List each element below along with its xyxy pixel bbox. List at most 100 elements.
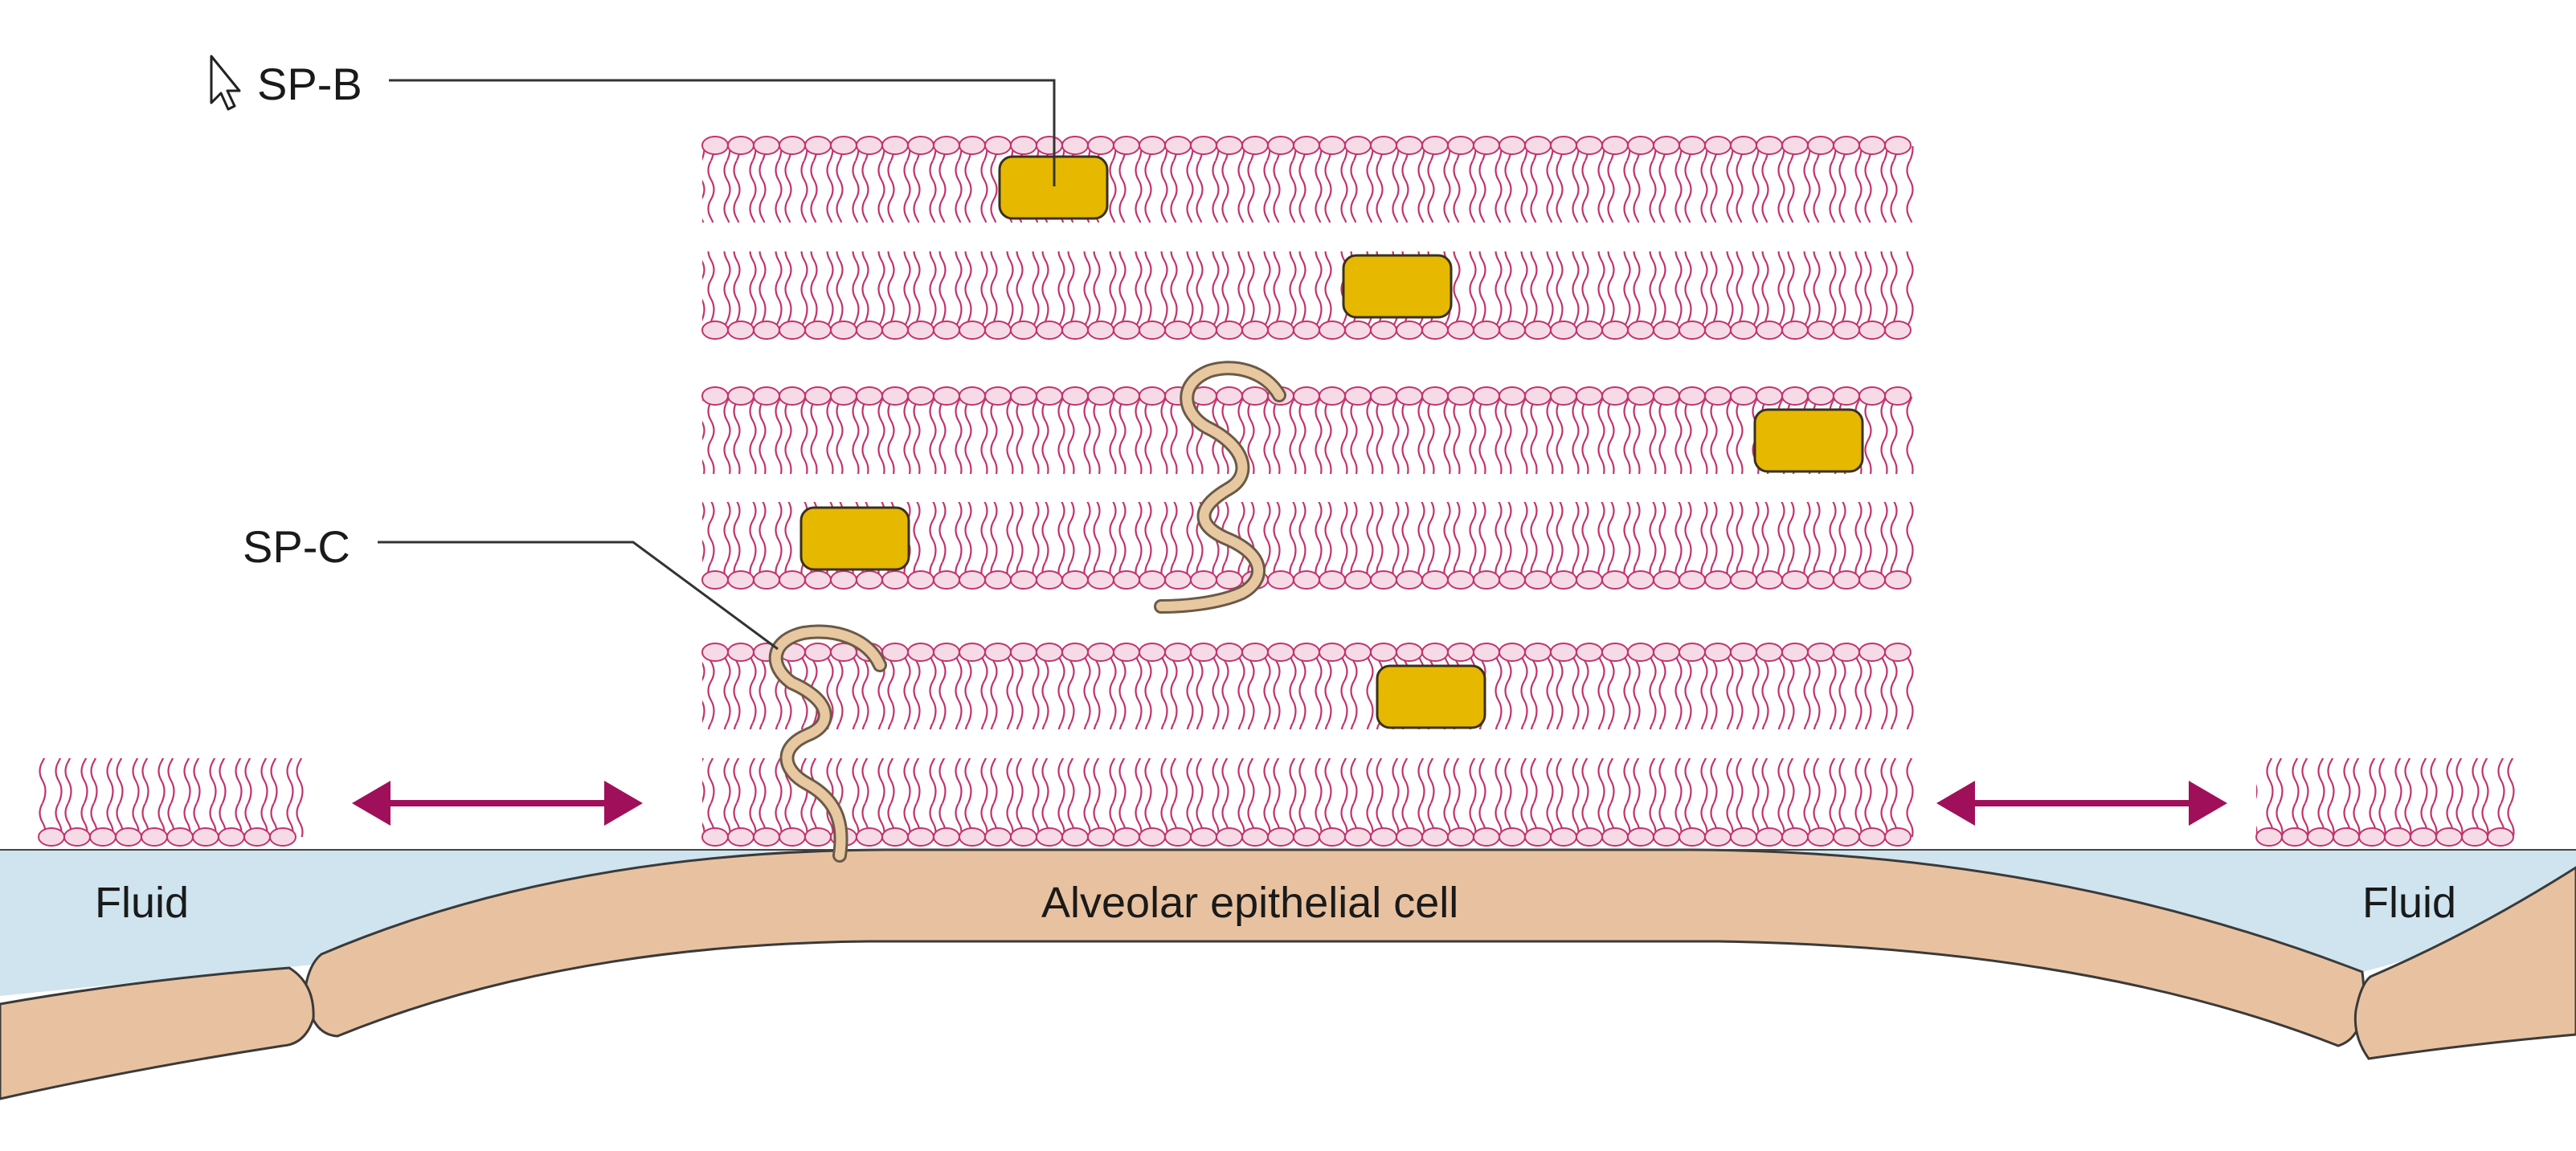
lipid-head <box>1653 320 1680 340</box>
lipid-head <box>701 643 729 662</box>
lipid-head <box>804 386 832 406</box>
lipid-head <box>1421 136 1449 155</box>
sp-b-protein <box>1753 408 1864 473</box>
labels: SP-B SP-C Fluid Fluid Alveolar epithelia… <box>95 59 2456 927</box>
lipid-head <box>1756 570 1783 590</box>
lipid-head <box>1319 643 1346 662</box>
lipid-head <box>1396 386 1423 406</box>
lipid-head <box>1756 320 1783 340</box>
lipid-head <box>1807 136 1834 155</box>
lipid-head <box>115 827 142 847</box>
left-epithelial-cell-shape <box>0 966 315 1100</box>
lipid-head <box>1370 320 1397 340</box>
lipid-head <box>1010 827 1037 847</box>
spread-arrow <box>1936 781 2227 826</box>
lipid-head <box>1216 827 1243 847</box>
lipid-head <box>804 570 832 590</box>
lipid-head <box>727 827 754 847</box>
lipid-head <box>856 320 883 340</box>
lipid-head <box>1550 643 1577 662</box>
lipid-head <box>1858 386 1886 406</box>
lipid-head <box>753 320 780 340</box>
lipid-head <box>1216 386 1243 406</box>
lipid-head <box>1293 827 1320 847</box>
lipid-head <box>1190 827 1217 847</box>
lipid-head <box>1421 320 1449 340</box>
lipid-head <box>984 570 1012 590</box>
lipid-head <box>959 643 986 662</box>
lipid-head <box>1241 386 1269 406</box>
lipid-head <box>753 136 780 155</box>
lipid-head <box>1678 827 1706 847</box>
lipid-head <box>1653 570 1680 590</box>
lipid-head <box>1833 386 1860 406</box>
lipid-head <box>933 827 960 847</box>
lipid-head <box>1216 643 1243 662</box>
lipid-head <box>2410 827 2437 847</box>
lipid-head <box>1370 136 1397 155</box>
lipid-head <box>856 570 883 590</box>
sp-c-label: SP-C <box>243 521 350 572</box>
lipid-head <box>1884 643 1912 662</box>
lipid-tails <box>702 758 1916 837</box>
lipid-head <box>1833 570 1860 590</box>
lipid-head <box>1061 320 1089 340</box>
lipid-head <box>1653 136 1680 155</box>
sp-b-protein <box>1342 254 1453 319</box>
lipid-head <box>1447 320 1474 340</box>
lipid-head <box>907 827 934 847</box>
lipid-head <box>753 386 780 406</box>
lipid-head <box>1627 827 1654 847</box>
lipid-head <box>192 827 219 847</box>
lipid-head <box>727 320 754 340</box>
sp-c-protein-helix <box>771 627 885 860</box>
lipid-head <box>727 570 754 590</box>
lipid-head <box>2384 827 2411 847</box>
lipid-leaflet <box>701 758 1916 847</box>
lipid-head <box>1550 136 1577 155</box>
lipid-head <box>1061 827 1089 847</box>
lipid-head <box>1319 827 1346 847</box>
lipid-head <box>1756 386 1783 406</box>
lipid-head <box>1499 827 1526 847</box>
lipid-tails <box>702 251 1916 329</box>
lipid-head <box>1164 570 1192 590</box>
lipid-head <box>1704 320 1732 340</box>
lipid-leaflet <box>701 502 1916 590</box>
lipid-head <box>1396 136 1423 155</box>
lipid-head <box>1113 320 1140 340</box>
lipid-head <box>1113 386 1140 406</box>
lipid-head <box>1036 136 1063 155</box>
lipid-head <box>1010 320 1037 340</box>
lipid-head <box>959 827 986 847</box>
lipid-head <box>1807 827 1834 847</box>
lipid-head <box>856 827 883 847</box>
lipid-head <box>779 570 806 590</box>
lipid-head <box>804 643 832 662</box>
lipid-head <box>1499 570 1526 590</box>
lipid-head <box>907 386 934 406</box>
sp-b-leader-line <box>389 79 1056 186</box>
lipid-head <box>1473 827 1500 847</box>
lipid-head <box>1781 320 1809 340</box>
lipid-head <box>881 827 909 847</box>
sp-b-protein <box>1376 664 1486 729</box>
lipid-head <box>1756 136 1783 155</box>
lipid-head <box>1678 570 1706 590</box>
lipid-head <box>881 570 909 590</box>
lipid-head <box>1473 320 1500 340</box>
lipid-head <box>959 136 986 155</box>
lipid-head <box>1524 386 1552 406</box>
lipid-head <box>1190 136 1217 155</box>
spread-arrow <box>352 781 643 826</box>
mouse-pointer-icon <box>210 55 241 111</box>
lipid-head <box>779 827 806 847</box>
lipid-head <box>1061 136 1089 155</box>
lipid-head <box>1524 643 1552 662</box>
lipid-head <box>1421 827 1449 847</box>
lipid-head <box>269 827 296 847</box>
lipid-head <box>1139 136 1166 155</box>
lipid-head <box>1524 827 1552 847</box>
lipid-head <box>1858 136 1886 155</box>
lipid-head <box>1678 643 1706 662</box>
